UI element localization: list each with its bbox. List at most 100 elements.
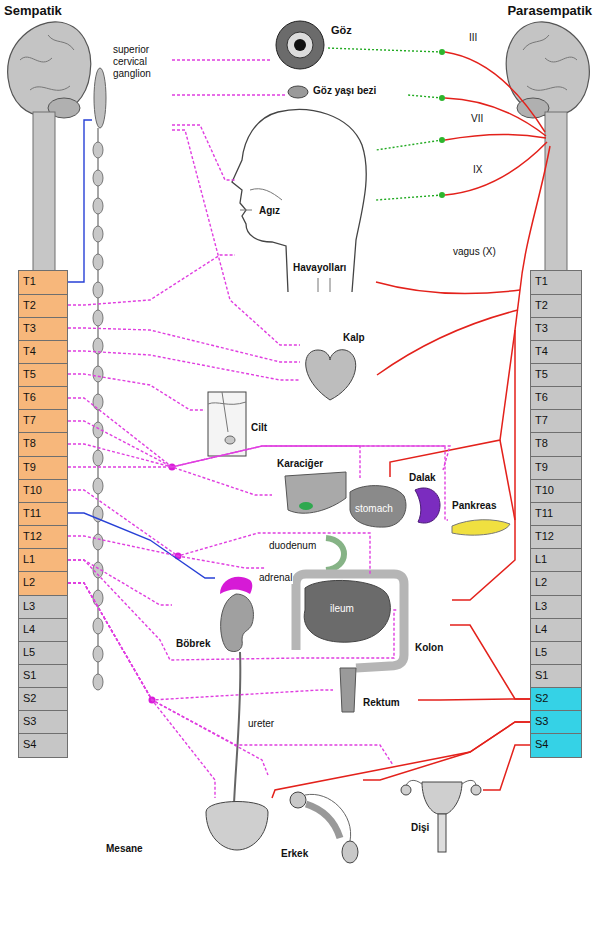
nerve-connector xyxy=(172,130,300,345)
segment-label: T8 xyxy=(23,433,36,454)
spinal-segment: L1 xyxy=(530,548,582,573)
segment-label: T1 xyxy=(535,271,548,292)
nerve-connector xyxy=(172,125,235,180)
organ-label: Kolon xyxy=(414,642,444,654)
segment-label: T9 xyxy=(535,457,548,478)
ureter xyxy=(234,652,240,804)
segment-label: T8 xyxy=(535,433,548,454)
segment-label: S2 xyxy=(23,688,36,709)
segment-label: T3 xyxy=(535,318,548,339)
spinal-segment: T2 xyxy=(18,294,68,319)
brain-sulci xyxy=(523,35,577,90)
pancreas xyxy=(452,520,510,535)
nerve-connector xyxy=(68,513,215,578)
spinal-segment: S1 xyxy=(530,664,582,689)
head-outline xyxy=(232,109,366,292)
segment-label: T6 xyxy=(535,387,548,408)
nerve-connector xyxy=(68,583,393,765)
ganglion xyxy=(93,142,103,158)
spinal-segment: T12 xyxy=(18,525,68,550)
spleen xyxy=(415,488,440,523)
duodenum xyxy=(326,538,344,570)
ganglion xyxy=(93,646,103,662)
organ-label: Cilt xyxy=(250,422,268,434)
segment-label: L2 xyxy=(23,572,35,593)
ganglion xyxy=(93,478,103,494)
spinal-segment: T9 xyxy=(18,456,68,481)
skin-section xyxy=(208,392,246,456)
segment-label: T4 xyxy=(23,341,36,362)
nerve-connector xyxy=(363,722,530,780)
nerve-line xyxy=(445,134,546,140)
spinal-cord xyxy=(545,112,567,271)
organ-region: Kolon xyxy=(398,560,450,665)
nerve-connector xyxy=(68,560,398,660)
eye xyxy=(276,21,324,69)
spinal-segment: T11 xyxy=(530,502,582,527)
nerve-connector xyxy=(68,444,450,470)
spinal-segment: T4 xyxy=(18,340,68,365)
spinal-segment: S4 xyxy=(530,733,582,758)
spinal-segment: T11 xyxy=(18,502,68,527)
segment-label: S3 xyxy=(535,711,548,732)
organ-label: Karaciğer xyxy=(276,458,324,470)
segment-label: T11 xyxy=(23,503,41,524)
segment-label: T2 xyxy=(535,295,548,316)
organ-region: stomach xyxy=(345,478,405,528)
spinal-segment: T7 xyxy=(530,409,582,434)
ganglion xyxy=(93,366,103,382)
organ-label: duodenum xyxy=(268,540,317,552)
spinal-segment: T6 xyxy=(530,386,582,411)
organ-region: Mesane xyxy=(200,798,272,857)
spinal-segment: L5 xyxy=(530,641,582,666)
spinal-segment: T3 xyxy=(18,317,68,342)
ganglion xyxy=(93,534,103,550)
organ-region: Rektum xyxy=(333,665,418,717)
segment-label: L2 xyxy=(535,572,547,593)
segment-label: S3 xyxy=(23,711,36,732)
spinal-segment: T4 xyxy=(530,340,582,365)
nerve-line xyxy=(445,98,546,136)
segment-label: L1 xyxy=(535,549,547,570)
ganglion xyxy=(93,674,103,690)
nerve-connector xyxy=(172,59,272,60)
iris xyxy=(287,32,313,58)
nerve-line xyxy=(445,142,547,195)
heart xyxy=(306,350,356,400)
spinal-segment: S1 xyxy=(18,664,68,689)
vagina xyxy=(438,814,446,852)
column-heading: Parasempatik xyxy=(506,3,593,19)
spinal-segment: T1 xyxy=(530,270,582,295)
kidney xyxy=(221,594,254,652)
vagus-line xyxy=(376,282,520,294)
penis xyxy=(306,804,340,838)
spinal-segment: T8 xyxy=(18,432,68,457)
spinal-segment: S3 xyxy=(18,710,68,735)
organ-label: Pankreas xyxy=(451,500,497,512)
stomach xyxy=(350,486,406,528)
vagus-line xyxy=(377,310,518,375)
liver xyxy=(285,472,346,513)
nerve-connector xyxy=(68,374,205,410)
part-label: ureter xyxy=(247,718,275,730)
brain xyxy=(506,22,589,116)
organ-label: Göz xyxy=(330,24,353,37)
ganglion-dot xyxy=(439,49,445,55)
segment-label: S1 xyxy=(535,665,548,686)
ganglion xyxy=(93,254,103,270)
organ-region: Dalak xyxy=(405,470,443,525)
spinal-segment: T5 xyxy=(530,363,582,388)
organ-region: Böbrek xyxy=(172,592,254,654)
segment-label: T12 xyxy=(23,526,42,547)
segment-label: L5 xyxy=(535,642,547,663)
spinal-segment: S4 xyxy=(18,733,68,758)
segment-label: T1 xyxy=(23,271,36,292)
segment-label: L4 xyxy=(535,619,547,640)
ganglion xyxy=(93,282,103,298)
spinal-segment: S2 xyxy=(530,687,582,712)
organ-region: superior cervical ganglion xyxy=(92,40,172,132)
nerve-line xyxy=(445,52,545,132)
organ-label: Agız xyxy=(258,205,281,217)
organ-region: Dişi xyxy=(393,765,483,860)
